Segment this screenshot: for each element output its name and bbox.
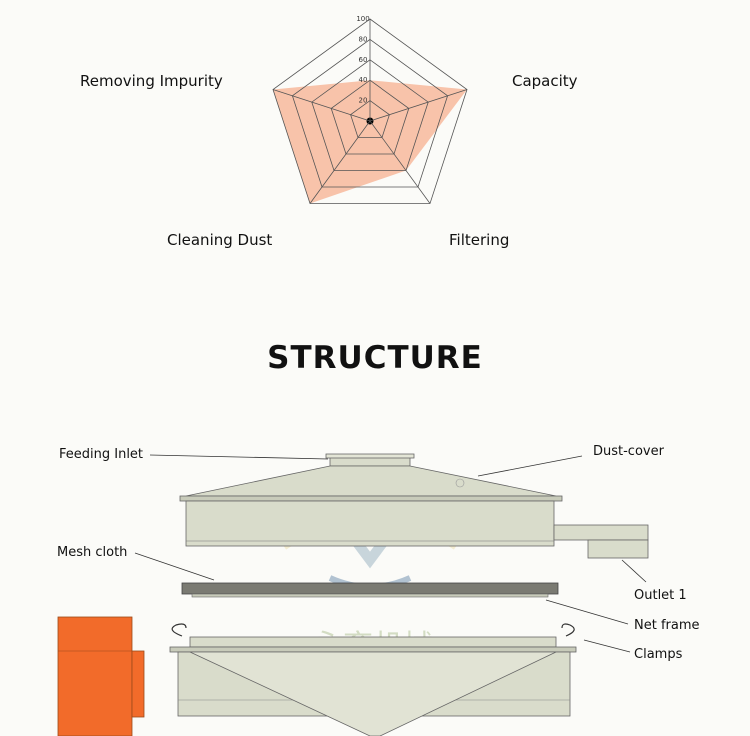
radar-tick-label: 60 [359, 56, 368, 64]
radar-tick-labels: 100 80 60 40 20 [356, 15, 369, 105]
radar-axis-spoke [369, 89, 468, 122]
radar-tick-label: 20 [359, 97, 368, 105]
radar-axis-spoke [272, 89, 371, 122]
label-mesh-cloth: Mesh cloth [57, 545, 128, 560]
radar-tick-label: 100 [356, 15, 369, 23]
label-feeding-inlet: Feeding Inlet [59, 447, 144, 462]
motor [57, 616, 145, 736]
axis-label-removing-impurity: Removing Impurity [80, 72, 223, 90]
section-title: STRUCTURE [267, 340, 483, 376]
label-net-frame: Net frame [634, 618, 700, 633]
radar-grid-ring [311, 59, 429, 171]
radar-grid-ring [272, 18, 468, 204]
radar-tick-label: 80 [359, 35, 368, 43]
radar-grid-ring [350, 100, 390, 138]
radar-axis-spoke [369, 120, 431, 204]
mesh-cloth [181, 582, 559, 598]
dust-cover [179, 453, 563, 547]
radar-tick-label: 40 [359, 76, 368, 84]
axis-label-filtering: Filtering [449, 231, 510, 249]
net-frame [169, 623, 577, 736]
outlet-1 [553, 524, 649, 559]
radar-axis-spoke [309, 120, 371, 204]
radar-grid-ring [291, 38, 449, 188]
label-outlet-1: Outlet 1 [634, 588, 687, 603]
axis-label-capacity: Capacity [512, 72, 578, 90]
label-clamps: Clamps [634, 647, 683, 662]
axis-label-cleaning-dust: Cleaning Dust [167, 231, 273, 249]
label-dust-cover: Dust-cover [593, 444, 664, 459]
radar-series-area [273, 80, 467, 204]
structure-diagram: 永育机械 [57, 453, 649, 736]
leader-lines [134, 454, 647, 653]
radar-grid-ring [330, 79, 410, 155]
radar-grid [272, 18, 468, 204]
radar-chart: 100 80 60 40 20 [272, 15, 468, 204]
